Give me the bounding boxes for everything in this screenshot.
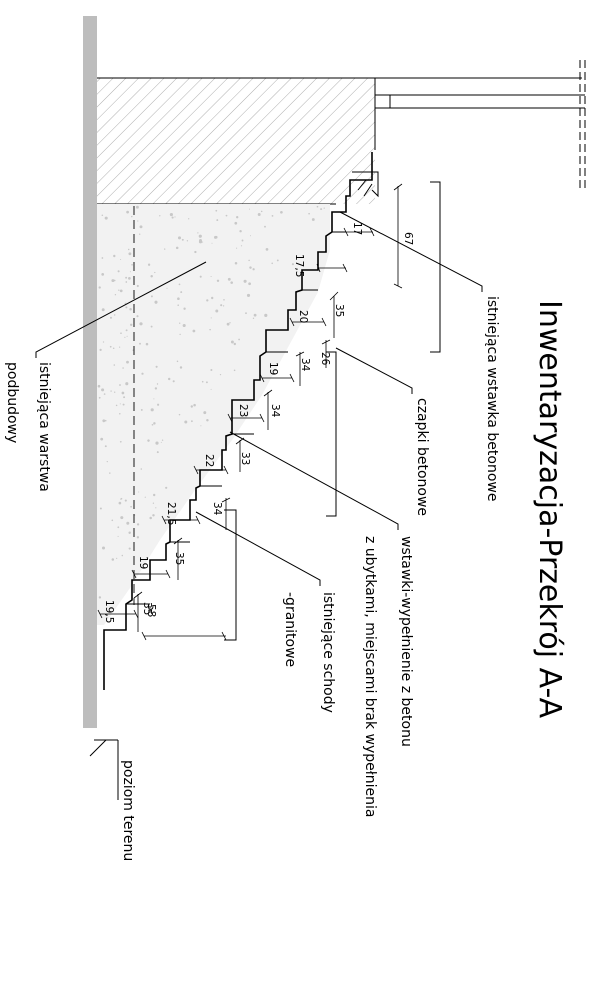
label-czapki: czapki betonowe [414, 398, 430, 516]
dim-17: 17 [351, 222, 363, 235]
granite-slabs [103, 181, 441, 690]
subbase-fill [97, 204, 330, 625]
stair-profile [103, 152, 373, 690]
dim-34c: 34 [211, 502, 223, 516]
dimension-lines [97, 183, 403, 641]
label-schody-2: -granitowe [282, 592, 298, 667]
existing-wall [83, 16, 97, 728]
title: Inwentaryzacja-Przekrój A-A [532, 300, 567, 719]
annotation-labels: Inwentaryzacja-Przekrój A-A istniejąca w… [4, 296, 567, 861]
dim-33: 33 [239, 452, 251, 465]
concrete-insert [352, 171, 379, 198]
label-schody-1: istniejące schody [320, 592, 336, 713]
dim-19-5: 19,5 [103, 600, 115, 623]
leader-lines [35, 211, 483, 800]
dim-26: 26 [319, 352, 331, 366]
label-wstawka: istniejąca wstawka betonowe [484, 296, 500, 501]
dim-19a: 19 [267, 362, 279, 375]
dim-22: 22 [203, 454, 215, 467]
dim-17-5: 17,5 [293, 254, 305, 277]
dim-67: 67 [402, 232, 414, 245]
dim-20: 20 [297, 310, 309, 323]
dimension-texts: 67 17 17,5 35 20 26 34 19 34 23 33 22 34… [103, 222, 414, 623]
label-wypelnienie-1: wstawki-wypełnienie z betonu [398, 536, 414, 747]
label-wypelnienie-2: z ubytkami, miejscami brak wypełnienia [362, 536, 378, 818]
dim-21-5: 21,5 [165, 502, 177, 525]
dim-58: 58 [145, 604, 157, 617]
dim-34a: 34 [299, 358, 311, 372]
label-warstwa-1: istniejąca warstwa [36, 362, 52, 492]
dim-35a: 35 [333, 304, 345, 317]
dim-19b: 19 [137, 556, 149, 569]
dim-34b: 34 [269, 404, 281, 418]
hatched-block [97, 60, 586, 205]
dim-23: 23 [237, 404, 249, 417]
dim-35b: 35 [173, 552, 185, 565]
label-teren: poziom terenu [120, 760, 136, 861]
label-warstwa-2: podbudowy [4, 362, 20, 443]
dim-35c: 35 [141, 602, 153, 615]
